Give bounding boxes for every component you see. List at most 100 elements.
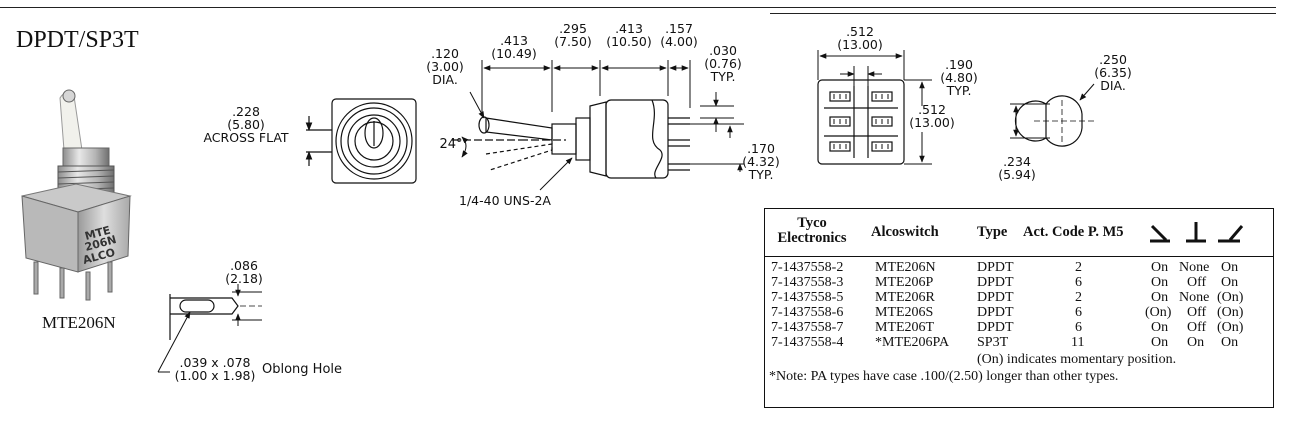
oblong-hole-view <box>157 284 262 373</box>
angle-label: 24° <box>439 137 463 152</box>
position-right-icon <box>1218 225 1244 243</box>
cell-pos1: (On) <box>1145 305 1172 320</box>
terminal-view-dims <box>817 50 932 165</box>
cell-tyco: 7-1437558-6 <box>771 305 844 320</box>
cell-pos1: On <box>1151 260 1169 275</box>
side-view-dims <box>461 60 744 191</box>
cell-pos2: None <box>1179 260 1210 275</box>
dim-413b-inch: .413 <box>615 21 643 36</box>
dim-030-mm: (0.76) <box>704 56 742 71</box>
table-row: 7-1437558-7 MTE206T DPDT 6 On Off (On) <box>765 320 1275 335</box>
cell-alco: MTE206P <box>875 275 934 290</box>
position-left-icon <box>1150 224 1170 243</box>
cell-type: DPDT <box>977 275 1014 290</box>
dim-170: .170 (4.32) TYP. <box>736 142 786 181</box>
cell-alco: MTE206T <box>875 320 935 335</box>
cell-type: DPDT <box>977 260 1014 275</box>
cell-code: 2 <box>1075 290 1082 305</box>
table-row: 7-1437558-2 MTE206N DPDT 2 On None On <box>765 260 1275 275</box>
cell-alco: MTE206S <box>875 305 934 320</box>
lever-dia-dim: .120 (3.00) DIA. <box>420 47 470 86</box>
oblong-label: Oblong Hole <box>262 362 343 377</box>
cell-alco: *MTE206PA <box>875 335 950 350</box>
dim-512-side-inch: .512 <box>918 102 946 117</box>
cell-type: DPDT <box>977 320 1014 335</box>
cell-pos3: On <box>1221 335 1239 350</box>
header-type: Type <box>977 224 1008 240</box>
dim-157-inch: .157 <box>665 21 693 36</box>
cell-pos2: On <box>1187 335 1205 350</box>
dim-413b-mm: (10.50) <box>606 34 652 49</box>
dim-234: .234 (5.94) <box>990 155 1044 181</box>
dim-086-mm: (2.18) <box>225 271 263 286</box>
cell-code: 6 <box>1075 320 1082 335</box>
header-alcoswitch: Alcoswitch <box>871 224 939 240</box>
cell-pos1: On <box>1151 290 1169 305</box>
momentary-note: (On) indicates momentary position. <box>977 352 1177 367</box>
switch-photo: MTE 206N ALCO <box>21 89 132 301</box>
dim-413a-inch: .413 <box>500 33 528 48</box>
dim-512-side: .512 (13.00) <box>904 103 960 129</box>
thread-spec: 1/4-40 UNS-2A <box>459 193 551 208</box>
dim-030-label: TYP. <box>710 69 736 84</box>
page-title: DPDT/SP3T <box>16 27 139 53</box>
dim-295: .295 (7.50) <box>548 22 598 48</box>
top-rule-short <box>770 13 1276 14</box>
cell-pos3: On <box>1221 275 1239 290</box>
cell-type: DPDT <box>977 290 1014 305</box>
cell-alco: MTE206N <box>875 260 936 275</box>
dim-295-inch: .295 <box>559 21 587 36</box>
cell-pos2: Off <box>1187 305 1207 320</box>
cell-tyco: 7-1437558-7 <box>771 320 844 335</box>
flat-mm: (5.80) <box>227 117 265 132</box>
dim-157: .157 (4.00) <box>656 22 702 48</box>
table-row: 7-1437558-3 MTE206P DPDT 6 On Off On <box>765 275 1275 290</box>
cell-type: DPDT <box>977 305 1014 320</box>
dim-413a: .413 (10.49) <box>486 34 542 60</box>
flat-inch: .228 <box>232 104 260 119</box>
cell-pos2: Off <box>1187 275 1207 290</box>
dim-295-mm: (7.50) <box>554 34 592 49</box>
table-row: 7-1437558-5 MTE206R DPDT 2 On None (On) <box>765 290 1275 305</box>
dim-413b: .413 (10.50) <box>600 22 658 48</box>
dim-250: .250 (6.35) DIA. <box>1088 53 1138 92</box>
dim-250-label: DIA. <box>1100 78 1126 93</box>
dim-170-inch: .170 <box>747 141 775 156</box>
side-view <box>452 99 690 179</box>
position-center-icon <box>1186 222 1206 243</box>
cell-pos3: On <box>1221 260 1239 275</box>
top-rule <box>0 7 1276 8</box>
cell-code: 6 <box>1075 275 1082 290</box>
flat-dim: .228 (5.80) ACROSS FLAT <box>186 105 306 144</box>
dim-234-mm: (5.94) <box>998 167 1036 182</box>
pa-note: *Note: PA types have case .100/(2.50) lo… <box>769 369 1119 384</box>
oblong-dim: .039 x .078 (1.00 x 1.98) <box>170 356 260 382</box>
header-rule <box>765 256 1273 257</box>
photo-caption: MTE206N <box>42 313 116 332</box>
dim-030-inch: .030 <box>709 43 737 58</box>
table-row: 7-1437558-6 MTE206S DPDT 6 (On) Off (On) <box>765 305 1275 320</box>
terminal-view <box>817 79 905 165</box>
cell-pos2: Off <box>1187 320 1207 335</box>
dim-086: .086 (2.18) <box>222 259 266 285</box>
cell-pos1: On <box>1151 320 1169 335</box>
dim-413a-mm: (10.49) <box>491 46 537 61</box>
lever-dia-mm: (3.00) <box>426 59 464 74</box>
cell-tyco: 7-1437558-4 <box>771 335 844 350</box>
cell-tyco: 7-1437558-5 <box>771 290 844 305</box>
case-text-1: MTE <box>83 224 111 243</box>
cell-tyco: 7-1437558-3 <box>771 275 844 290</box>
cell-pos3: (On) <box>1217 320 1244 335</box>
cell-code: 2 <box>1075 260 1082 275</box>
dim-086-inch: .086 <box>230 258 258 273</box>
header-tyco: Tyco Electronics <box>777 215 847 246</box>
cell-pos1: On <box>1151 335 1169 350</box>
dim-234-inch: .234 <box>1003 154 1031 169</box>
panel-hole-view <box>1010 83 1095 147</box>
dim-512-top-mm: (13.00) <box>837 37 883 52</box>
dim-030: .030 (0.76) TYP. <box>700 44 746 83</box>
cell-pos2: None <box>1179 290 1210 305</box>
dim-250-mm: (6.35) <box>1094 65 1132 80</box>
front-view <box>305 98 417 184</box>
